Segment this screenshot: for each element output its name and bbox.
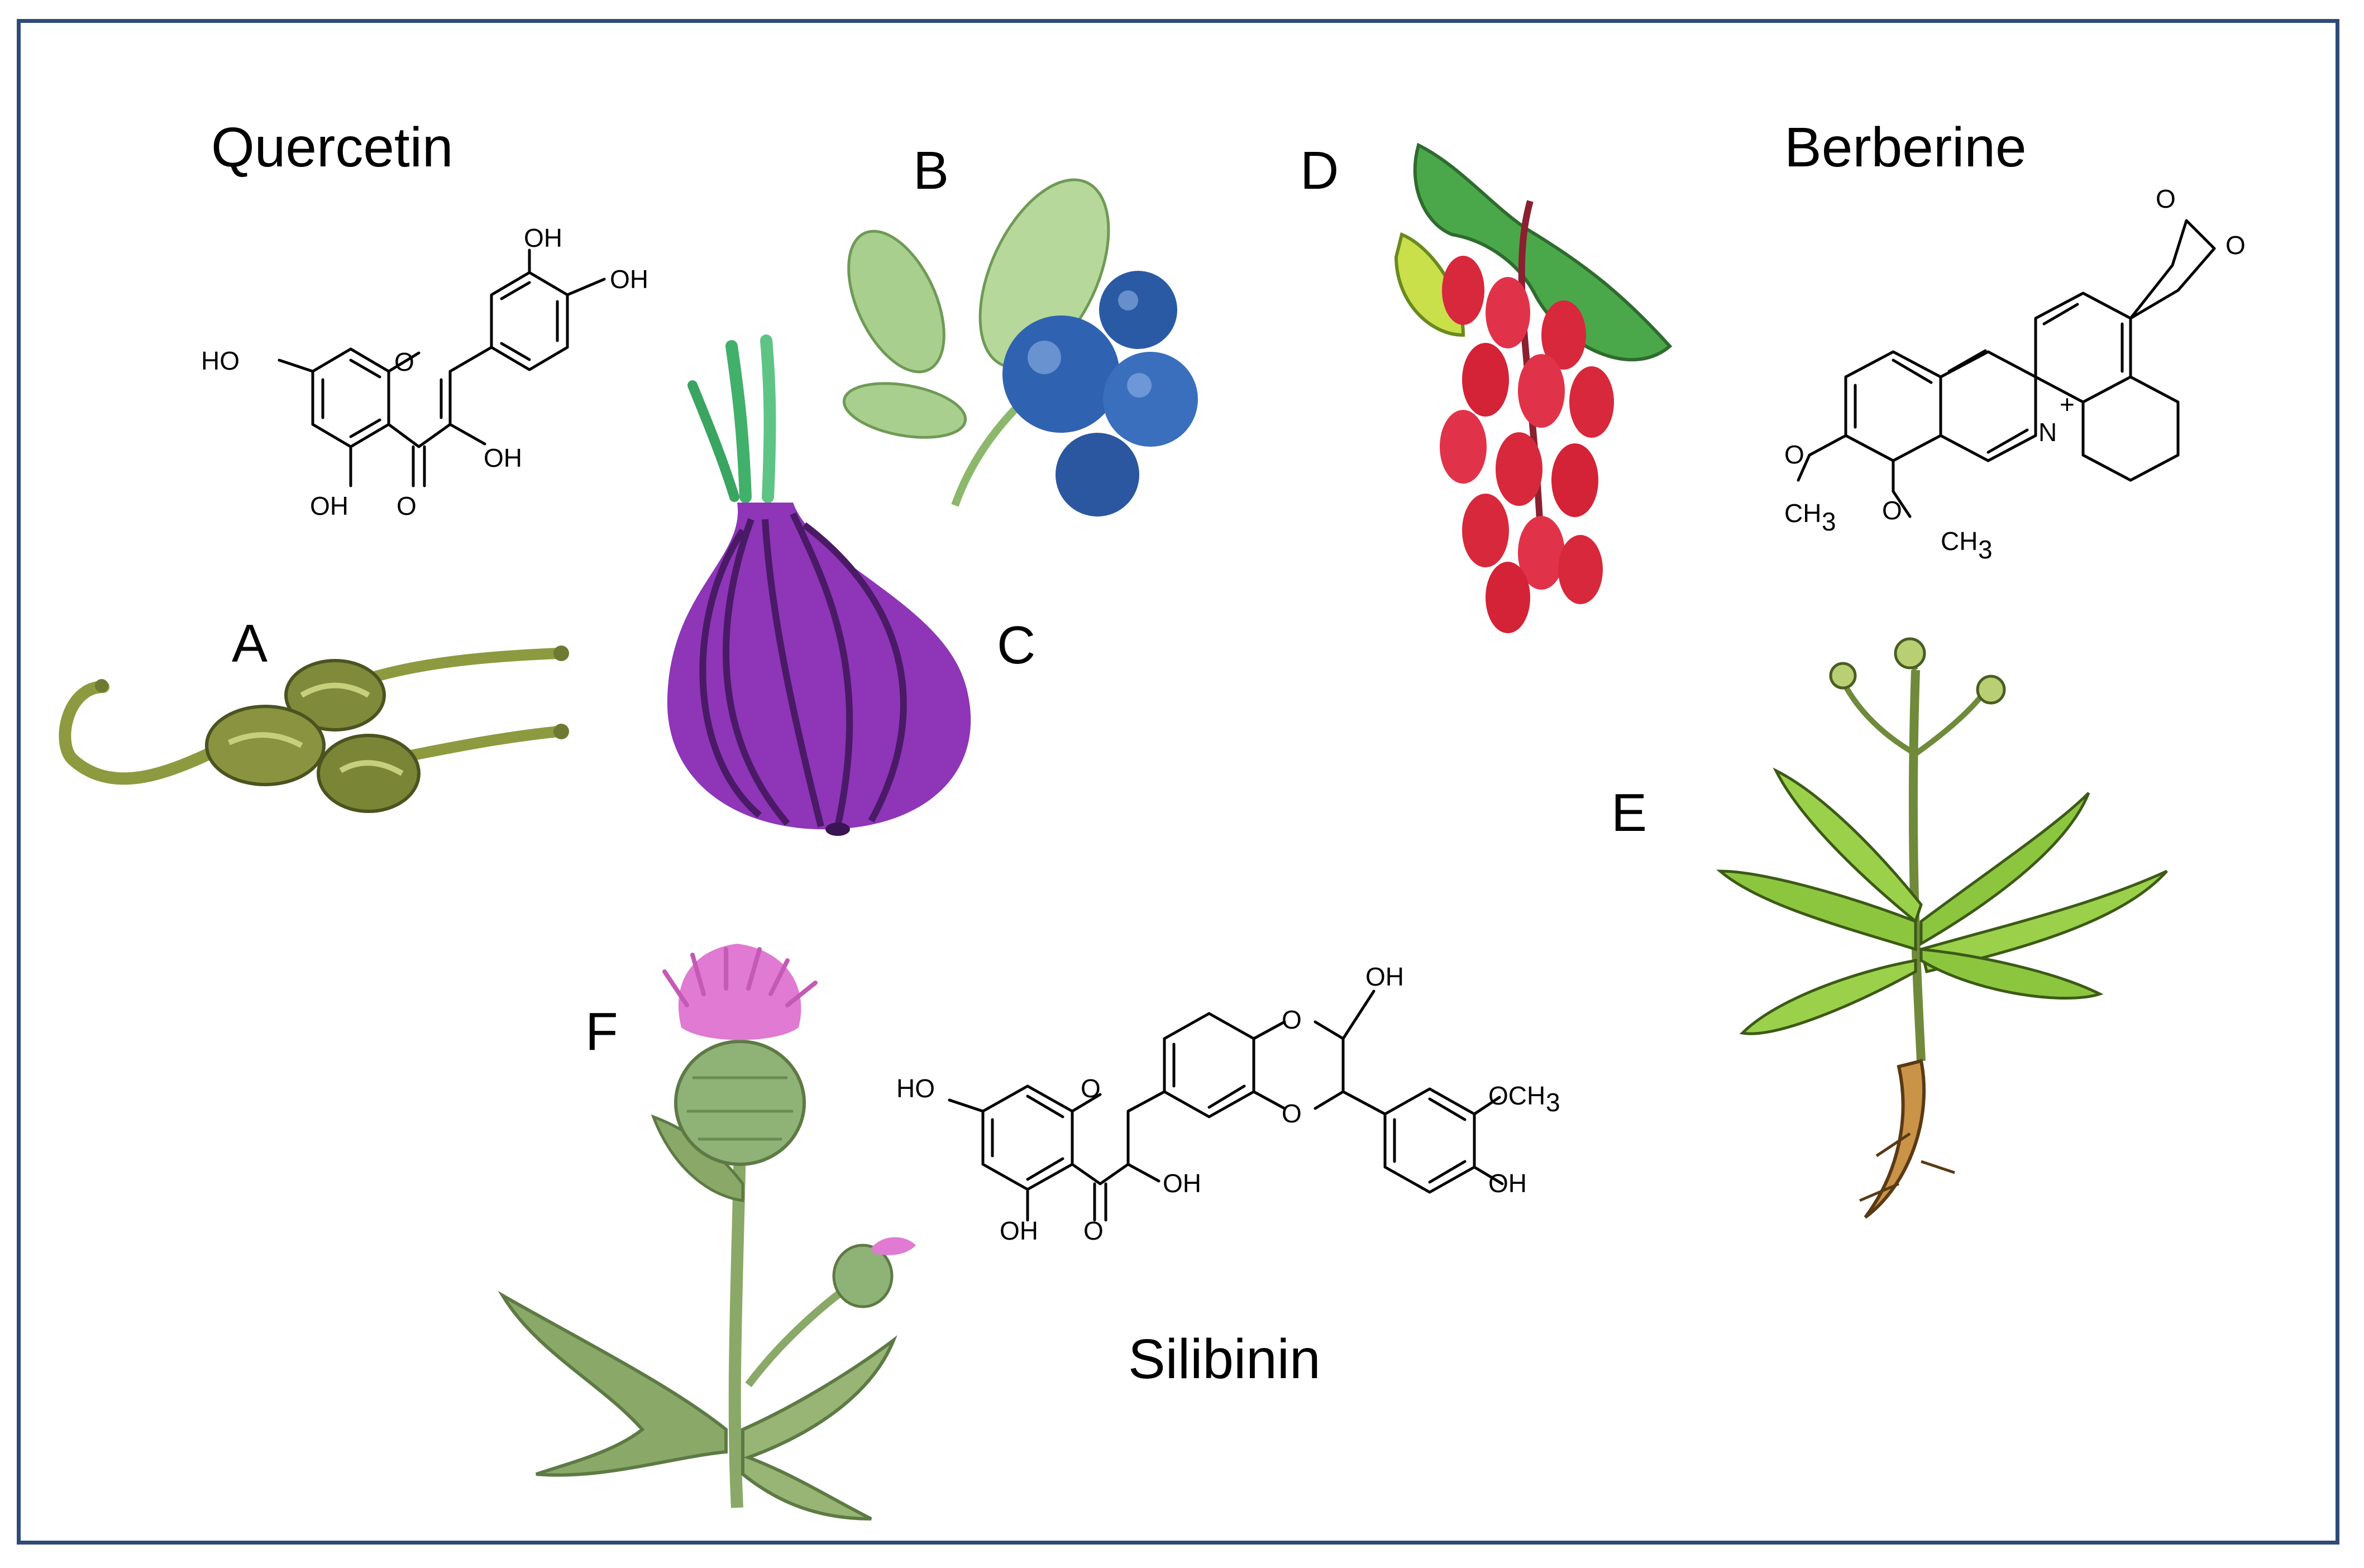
blueberry-icon	[842, 178, 1198, 517]
berberine-ch3-bottom-sub: 3	[1978, 535, 1993, 564]
berberine-charge: +	[2060, 390, 2075, 419]
berberine-o-bottom: O	[1882, 496, 1902, 525]
barberry-icon	[1394, 142, 1673, 633]
panel-label-b: B	[913, 141, 949, 200]
silibinin-oh-right: OH	[1488, 1169, 1527, 1198]
silibinin-oh-5: OH	[1000, 1216, 1038, 1245]
silibinin-o-ring1: O	[1081, 1074, 1101, 1103]
quercetin-oh-top: OH	[524, 223, 562, 252]
silibinin-structure: HO O O O OH OCH 3 OH OH O OH	[896, 962, 1560, 1245]
quercetin-structure: OH OH HO O OH OH O	[201, 223, 648, 520]
quercetin-o-ring: O	[394, 347, 414, 376]
berberine-o-left: O	[1784, 440, 1804, 469]
ginseng-plant-icon	[1716, 637, 2168, 1219]
panel-label-f: F	[585, 1002, 618, 1062]
milk-thistle-icon	[498, 944, 916, 1521]
berberine-o2: O	[2225, 231, 2246, 260]
berberine-ch3-left: CH	[1784, 499, 1821, 528]
berberine-ch3-left-sub: 3	[1822, 507, 1836, 536]
caper-icon	[59, 646, 569, 813]
silibinin-o-keto: O	[1083, 1216, 1104, 1245]
berberine-structure: O O N + O CH 3 O CH 3	[1784, 184, 2246, 564]
quercetin-oh-3: OH	[484, 443, 522, 472]
berberine-n-plus: N	[2038, 418, 2057, 447]
panel-label-a: A	[232, 614, 268, 673]
quercetin-title: Quercetin	[211, 116, 453, 179]
silibinin-oh-3: OH	[1163, 1169, 1201, 1198]
berberine-title: Berberine	[1784, 116, 2027, 179]
quercetin-ho-left: HO	[201, 346, 240, 375]
silibinin-oh-top: OH	[1365, 962, 1404, 991]
panel-label-d: D	[1300, 141, 1339, 200]
quercetin-oh-5: OH	[310, 491, 348, 520]
panel-label-c: C	[997, 615, 1035, 675]
silibinin-title: Silibinin	[1128, 1328, 1321, 1390]
onion-icon	[667, 334, 971, 836]
panel-label-e: E	[1611, 783, 1647, 843]
quercetin-oh-right: OH	[610, 265, 648, 294]
silibinin-o-b: O	[1282, 1099, 1302, 1128]
berberine-o1: O	[2156, 184, 2176, 213]
silibinin-och3: OCH	[1488, 1081, 1545, 1110]
silibinin-ho: HO	[896, 1074, 935, 1103]
silibinin-o-a: O	[1282, 1005, 1302, 1034]
quercetin-o-keto: O	[397, 491, 417, 520]
berberine-ch3-bottom: CH	[1941, 527, 1978, 556]
silibinin-och3-sub: 3	[1546, 1088, 1560, 1117]
